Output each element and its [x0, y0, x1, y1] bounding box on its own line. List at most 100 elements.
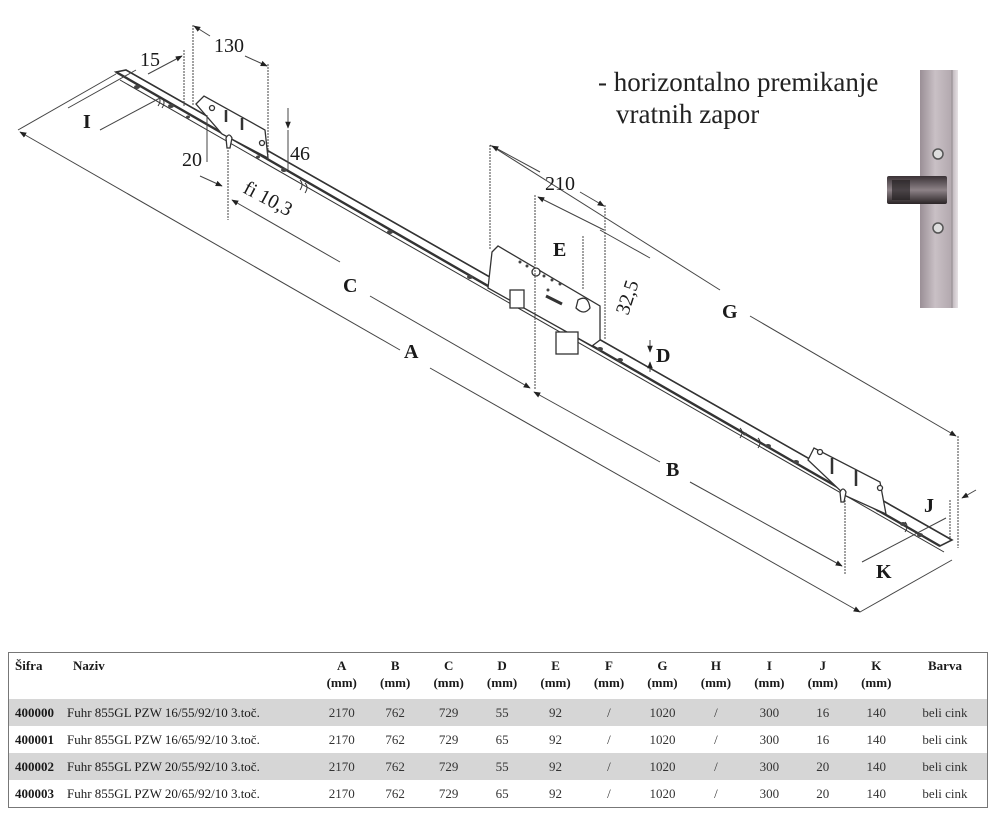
- header-e: E(mm): [528, 652, 583, 699]
- dim-letter-K: K: [876, 561, 892, 583]
- cell-i: 300: [759, 785, 780, 801]
- door-lock-bolt-photo: [887, 70, 958, 308]
- cell-d: 65: [495, 731, 509, 747]
- header-j: J(mm): [796, 652, 850, 699]
- header-d: D(mm): [475, 652, 529, 699]
- caption-line-2: vratnih zapor: [616, 99, 760, 129]
- cell-e: 92: [528, 699, 583, 726]
- dim-46: 46: [290, 143, 310, 165]
- header-naziv: Naziv: [67, 652, 315, 699]
- cell-k: 140: [849, 753, 903, 780]
- header-g: G(mm): [635, 652, 690, 699]
- feature-caption: - horizontalno premikanje vratnih zapor: [598, 66, 878, 130]
- header-a: A(mm): [315, 652, 369, 699]
- cell-i: 300: [742, 699, 797, 726]
- cell-name: Fuhr 855GL PZW 20/65/92/10 3.toč.: [67, 785, 260, 801]
- left-striker-plate: [195, 95, 269, 160]
- cell-barva: beli cink: [903, 699, 988, 726]
- dimension-lines: [17, 25, 977, 613]
- dim-20: 20: [182, 149, 202, 171]
- cell-i: 300: [759, 731, 780, 747]
- dim-letter-D: D: [656, 345, 670, 367]
- header-i: I(mm): [742, 652, 797, 699]
- cell-barva: beli cink: [903, 753, 988, 780]
- right-striker-plate: [807, 447, 887, 516]
- caption-line-1: - horizontalno premikanje: [598, 67, 879, 97]
- cell-b: 762: [385, 785, 405, 801]
- cell-e: 92: [549, 785, 563, 801]
- cell-g: 1020: [635, 699, 690, 726]
- cell-f: /: [607, 731, 611, 747]
- header-k: K(mm): [849, 652, 903, 699]
- cell-barva: beli cink: [922, 731, 968, 747]
- dim-letter-C: C: [343, 275, 357, 297]
- dim-letter-A: A: [404, 341, 419, 363]
- technical-drawing: 15 130 20 46 fi 10,3 210 32,5 I C A E D …: [17, 25, 977, 613]
- cell-g: 1020: [649, 731, 676, 747]
- cell-h: /: [714, 731, 718, 747]
- cell-c: 729: [438, 731, 459, 747]
- header-h: H(mm): [689, 652, 743, 699]
- table-header-row: Šifra Naziv A(mm) B(mm) C(mm) D(mm) E(mm…: [8, 652, 988, 699]
- cell-k: 140: [866, 785, 887, 801]
- cell-d: 65: [495, 785, 509, 801]
- cell-f: /: [582, 699, 636, 726]
- cell-j: 16: [796, 699, 850, 726]
- spec-table: Šifra Naziv A(mm) B(mm) C(mm) D(mm) E(mm…: [8, 652, 988, 808]
- cell-a: 2170: [328, 731, 355, 747]
- cell-b: 762: [368, 699, 422, 726]
- cell-b: 762: [385, 731, 405, 747]
- cell-c: 729: [421, 699, 476, 726]
- header-c: C(mm): [421, 652, 476, 699]
- cell-c: 729: [421, 753, 476, 780]
- dim-letter-E: E: [553, 239, 566, 261]
- cell-e: 92: [549, 731, 563, 747]
- header-f: F(mm): [582, 652, 636, 699]
- cell-barva: beli cink: [922, 785, 968, 801]
- table-row: 400000 Fuhr 855GL PZW 16/55/92/10 3.toč.…: [8, 699, 988, 726]
- table-row: 400003 Fuhr 855GL PZW 20/65/92/10 3.toč.…: [9, 780, 988, 808]
- cell-k: 140: [866, 731, 887, 747]
- cell-d: 55: [475, 753, 529, 780]
- cell-g: 1020: [649, 785, 676, 801]
- cell-a: 2170: [328, 785, 355, 801]
- dim-letter-G: G: [722, 301, 738, 323]
- table-row: 400002 Fuhr 855GL PZW 20/55/92/10 3.toč.…: [8, 753, 988, 780]
- dim-130: 130: [214, 35, 244, 57]
- dim-letter-B: B: [666, 459, 679, 481]
- cell-k: 140: [849, 699, 903, 726]
- cell-b: 762: [368, 753, 422, 780]
- cell-d: 55: [475, 699, 529, 726]
- cell-j: 20: [796, 753, 850, 780]
- dim-fi-10-3: fi 10,3: [240, 177, 296, 221]
- cell-j: 16: [816, 731, 830, 747]
- dim-letter-J: J: [924, 495, 934, 517]
- cell-name: Fuhr 855GL PZW 16/55/92/10 3.toč.: [67, 699, 315, 726]
- cell-name: Fuhr 855GL PZW 20/55/92/10 3.toč.: [67, 753, 315, 780]
- header-b: B(mm): [368, 652, 422, 699]
- cell-c: 729: [438, 785, 459, 801]
- header-sifra: Šifra: [8, 652, 67, 699]
- cell-code: 400001: [15, 731, 54, 747]
- lock-case: [487, 245, 601, 355]
- cell-i: 300: [742, 753, 797, 780]
- cell-j: 20: [816, 785, 830, 801]
- cell-code: 400003: [15, 785, 54, 801]
- cell-h: /: [689, 699, 743, 726]
- cell-e: 92: [528, 753, 583, 780]
- cell-code: 400002: [8, 753, 67, 780]
- cell-a: 2170: [315, 699, 369, 726]
- cell-f: /: [582, 753, 636, 780]
- cell-h: /: [689, 753, 743, 780]
- cell-code: 400000: [8, 699, 67, 726]
- cell-name: Fuhr 855GL PZW 16/65/92/10 3.toč.: [67, 731, 260, 747]
- cell-f: /: [607, 785, 611, 801]
- dim-210: 210: [545, 173, 575, 195]
- cell-g: 1020: [635, 753, 690, 780]
- dim-15: 15: [140, 49, 160, 71]
- dim-letter-I: I: [83, 111, 91, 133]
- table-row: 400001 Fuhr 855GL PZW 16/65/92/10 3.toč.…: [9, 726, 988, 753]
- dim-32-5: 32,5: [612, 277, 644, 317]
- cell-h: /: [714, 785, 718, 801]
- cell-a: 2170: [315, 753, 369, 780]
